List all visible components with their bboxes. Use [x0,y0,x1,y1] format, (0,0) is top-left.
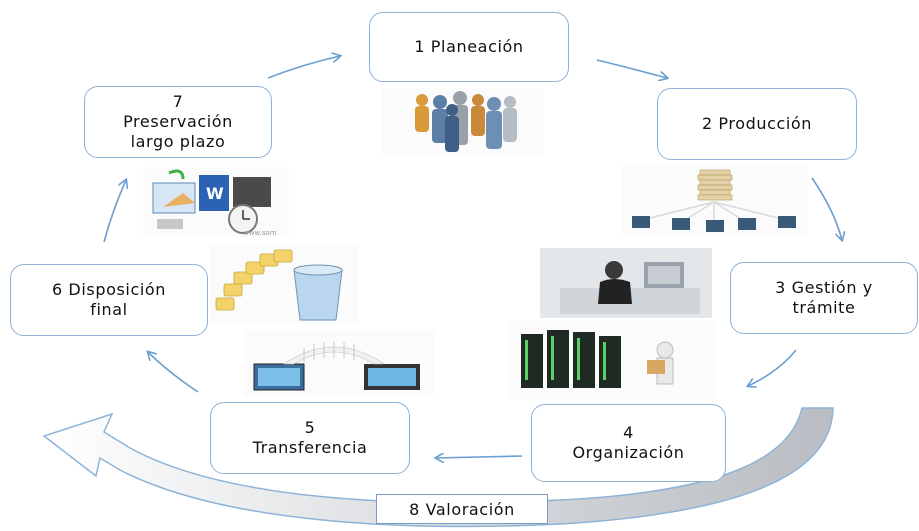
arrow-7-1 [267,56,340,79]
arrow-5-6 [148,352,199,393]
step-3-box: 3 Gestión y trámite [730,262,918,334]
transfer-files-image [244,330,434,396]
arrow-4-5 [436,456,523,458]
step-2-box: 2 Producción [657,88,857,160]
valoracion-big-arrow [42,407,834,528]
arrow-6-7 [103,180,126,243]
step-1-box: 1 Planeación [369,12,569,82]
arrow-3-4 [748,349,797,386]
step-4-box: 4 Organización [531,404,726,482]
step-7-box: 7 Preservación largo plazo [84,86,272,158]
folders-recycle-bin-image [210,244,358,324]
step-8-valoracion-box: 8 Valoración [376,494,548,524]
arrow-1-2 [596,59,667,78]
network-computers-image [622,166,808,236]
watermark-text: www.som [243,229,277,237]
step-5-box: 5 Transferencia [210,402,410,474]
svg-text:W: W [206,184,224,203]
backup-documents-image: W www.som [143,167,289,237]
office-worker-image [540,248,712,318]
arrow-2-3 [811,177,842,240]
step-6-box: 6 Disposición final [10,264,208,336]
people-group-image [382,88,544,156]
servers-boxes-image [507,320,717,400]
